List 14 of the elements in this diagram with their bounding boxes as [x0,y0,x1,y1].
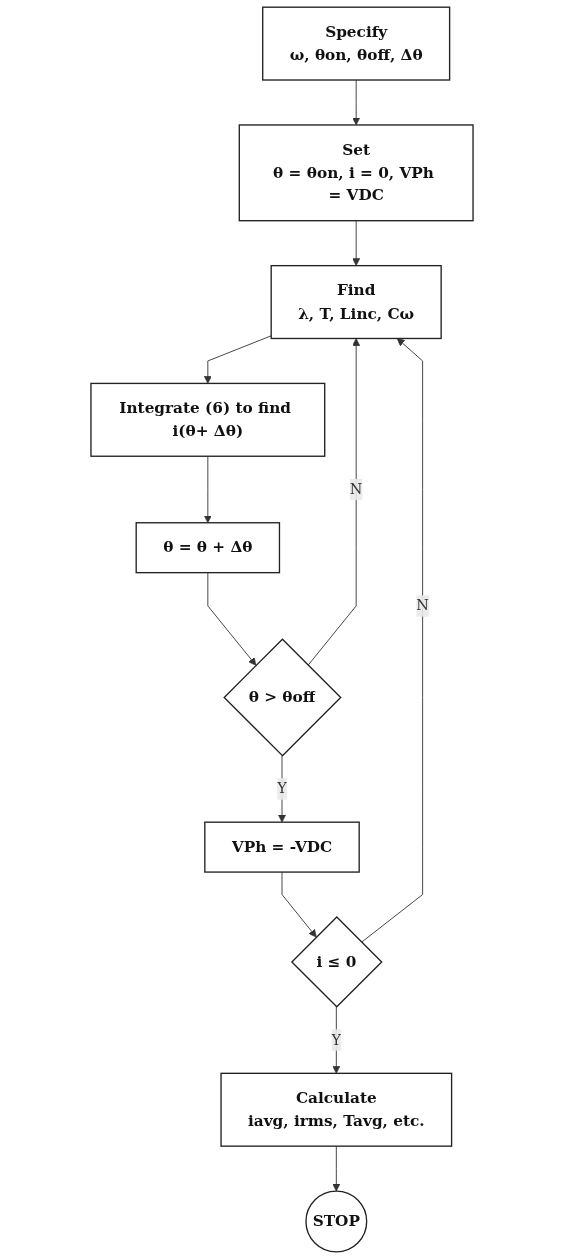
node-circle: STOP [305,1190,368,1253]
node-diamond: θ > θoff [223,638,342,757]
edge-label: Y [331,1031,342,1049]
node-box: VPh = -VDC [204,821,360,873]
edge-label: N [349,480,363,498]
node-box: Integrate (6) to find i(θ+ Δθ) [90,382,326,457]
node-box: Specify ω, θon, θoff, Δθ [262,6,451,81]
node-box: θ = θ + Δθ [135,522,281,574]
edge-label: N [416,596,429,615]
node-diamond: i ≤ 0 [290,916,383,1008]
node-box: Calculate iavg, irms, Tavg, etc. [220,1072,453,1147]
node-box: Find λ, T, Linc, Cω [270,264,442,340]
edge-label: Y [277,779,287,798]
node-box: Set θ = θon, i = 0, VPh = VDC [238,124,474,222]
